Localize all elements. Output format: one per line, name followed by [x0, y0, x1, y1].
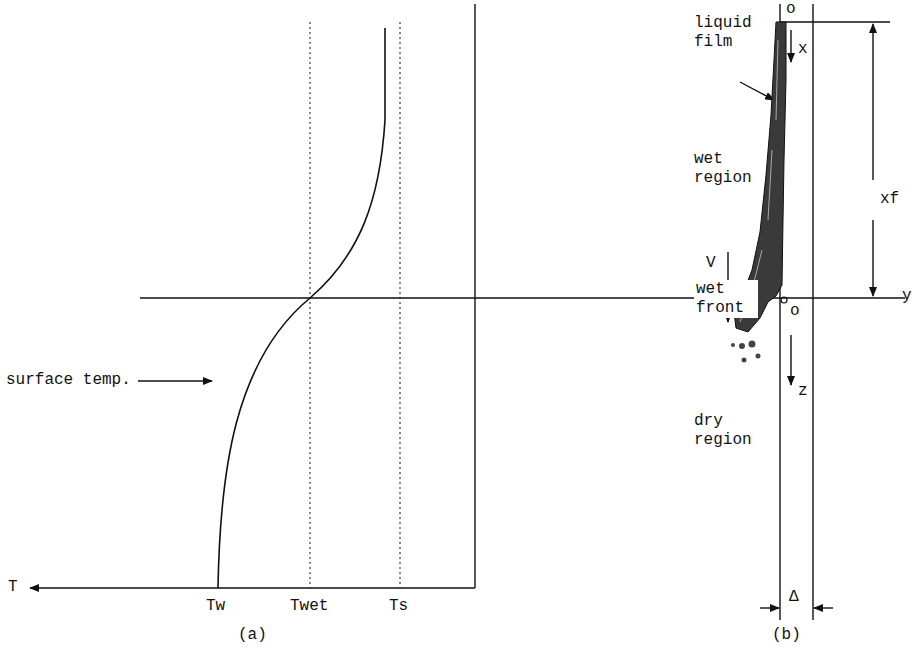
coordinate-label: y — [902, 287, 912, 306]
temperature-label: Tw — [206, 597, 225, 616]
velocity-label: V — [706, 254, 716, 273]
coordinate-label: z — [798, 382, 808, 401]
region-label: dry region — [694, 412, 764, 450]
temperature-label: Ts — [389, 597, 408, 616]
region-label: liquid film — [694, 14, 754, 52]
curve-label: surface temp. — [4, 371, 133, 390]
dimension-label: Δ — [789, 588, 799, 607]
temperature-label: Twet — [290, 597, 328, 616]
region-label: wet region — [694, 150, 754, 188]
coordinate-label: x — [798, 40, 808, 59]
axis-label: T — [8, 578, 18, 597]
region-label: wet front — [694, 280, 758, 318]
origin-label: o — [786, 0, 796, 19]
dimension-label: xf — [880, 190, 899, 209]
panel-label: (b) — [772, 626, 801, 645]
origin-label: o — [790, 302, 800, 321]
panel-label: (a) — [238, 626, 267, 645]
